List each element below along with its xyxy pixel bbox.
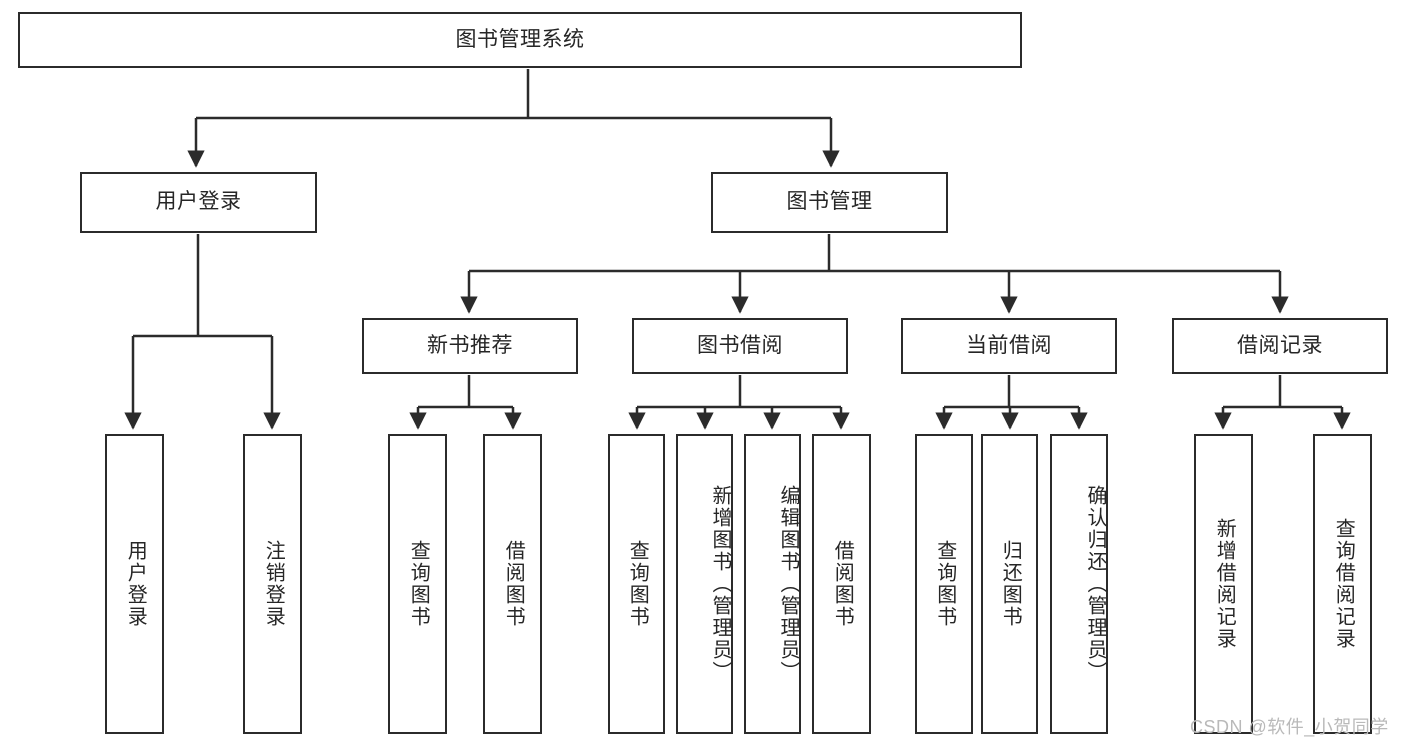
leaf-current-borrow-query-book[interactable]: 查询图书 [915,434,973,734]
leaf-new-book-query-book[interactable]: 查询图书 [388,434,447,734]
leaf-book-borrow-add-book-admin[interactable]: 新增图书（管理员） [676,434,733,734]
leaf-user-login-logout[interactable]: 注销登录 [243,434,302,734]
node-borrow-record[interactable]: 借阅记录 [1172,318,1388,374]
node-new-book-recommend[interactable]: 新书推荐 [362,318,578,374]
node-book-borrow[interactable]: 图书借阅 [632,318,848,374]
node-current-borrow[interactable]: 当前借阅 [901,318,1117,374]
leaf-current-borrow-return-book[interactable]: 归还图书 [981,434,1038,734]
leaf-user-login-login[interactable]: 用户登录 [105,434,164,734]
leaf-current-borrow-confirm-return-admin[interactable]: 确认归还（管理员） [1050,434,1108,734]
leaf-book-borrow-edit-book-admin[interactable]: 编辑图书（管理员） [744,434,801,734]
leaf-book-borrow-borrow-book[interactable]: 借阅图书 [812,434,871,734]
node-root-book-management-system[interactable]: 图书管理系统 [18,12,1022,68]
node-book-management[interactable]: 图书管理 [711,172,948,233]
leaf-new-book-borrow-book[interactable]: 借阅图书 [483,434,542,734]
leaf-book-borrow-query-book[interactable]: 查询图书 [608,434,665,734]
csdn-watermark: CSDN @软件_小贺同学 [1190,717,1389,737]
leaf-borrow-record-query-record[interactable]: 查询借阅记录 [1313,434,1372,734]
leaf-borrow-record-add-record[interactable]: 新增借阅记录 [1194,434,1253,734]
node-user-login[interactable]: 用户登录 [80,172,317,233]
